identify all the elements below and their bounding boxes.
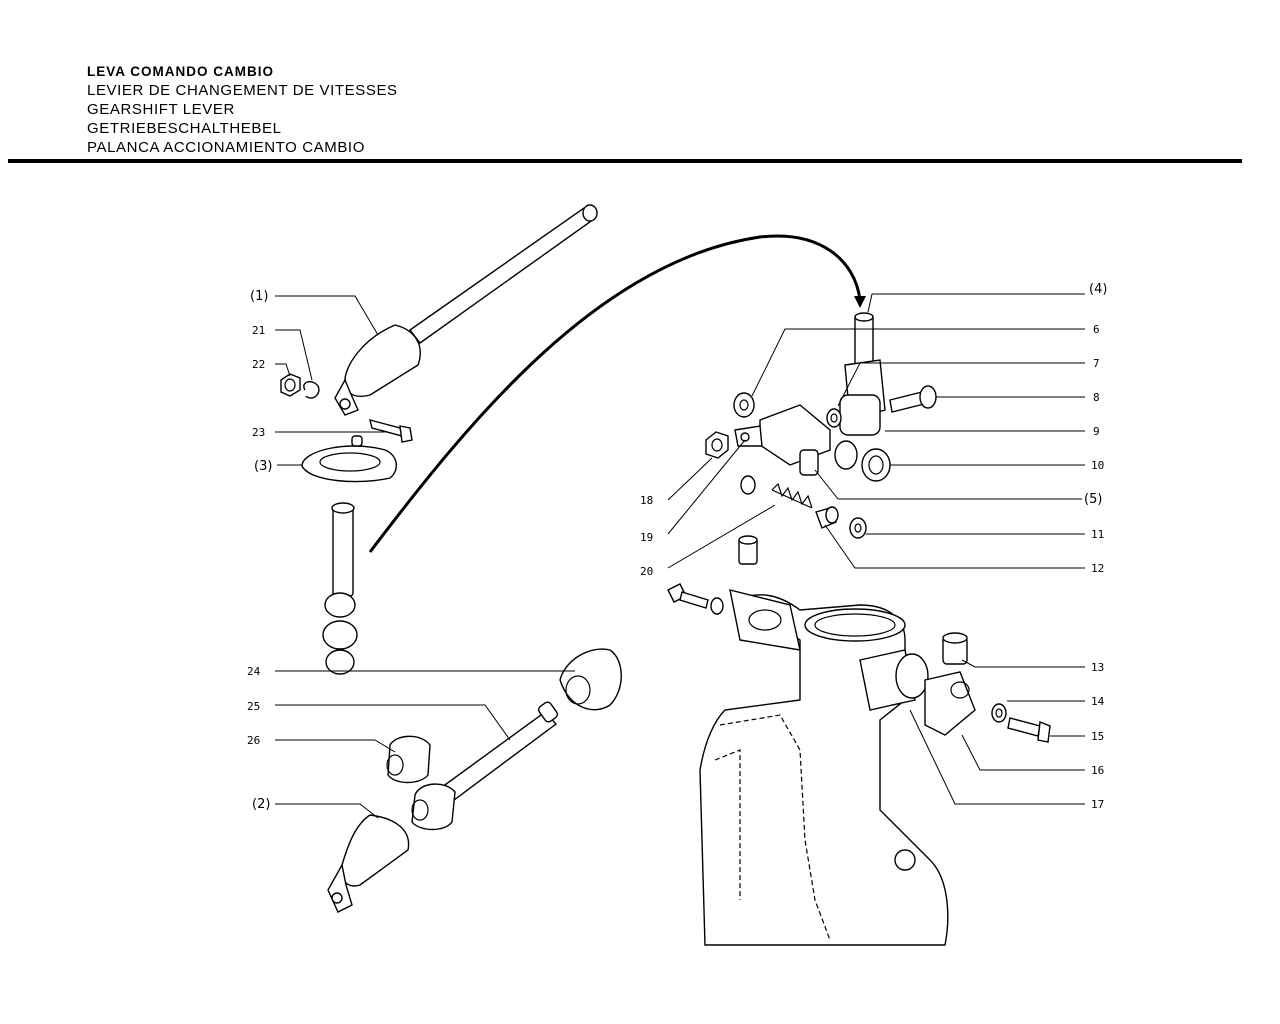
callout-20: 20	[640, 565, 653, 578]
plug-12	[815, 506, 839, 529]
gearbox-housing	[699, 589, 949, 946]
washer-11	[849, 517, 867, 539]
ring-10	[834, 440, 891, 482]
title-spanish: PALANCA ACCIONAMIENTO CAMBIO	[87, 139, 365, 156]
bushing-13	[942, 632, 968, 665]
callout-18: 18	[640, 494, 653, 507]
title-german: GETRIEBESCHALTHEBEL	[87, 120, 282, 137]
selector-pin-4	[854, 312, 874, 376]
callout-12: 12	[1091, 562, 1104, 575]
pin-19	[740, 475, 756, 495]
callout-13: 13	[1091, 661, 1104, 674]
bolt-23	[369, 419, 413, 443]
bolt-15	[1007, 717, 1051, 743]
washer-14	[991, 703, 1007, 723]
bushing-26	[386, 735, 431, 784]
callout-14: 14	[1091, 695, 1105, 708]
callout-24: 24	[247, 665, 261, 678]
washer-21	[303, 380, 320, 399]
callout-8: 8	[1093, 391, 1100, 404]
connecting-arrow	[368, 234, 862, 553]
header-rule	[8, 159, 1242, 163]
callout-p2: (2)	[252, 797, 270, 812]
nut-22	[280, 373, 301, 397]
callout-7: 7	[1093, 357, 1100, 370]
gate-plate-3	[301, 435, 397, 483]
callout-21: 21	[252, 324, 265, 337]
lever-bracket-7	[839, 359, 886, 436]
callout-19: 19	[640, 531, 653, 544]
lever-rod-25	[436, 701, 559, 804]
callout-p5: (5)	[1084, 492, 1102, 507]
upper-lever-rod	[334, 204, 598, 416]
callout-16: 16	[1091, 764, 1104, 777]
selector-shaft	[322, 502, 358, 675]
leader-lines	[275, 293, 1085, 819]
lever-16	[924, 671, 976, 736]
callout-25: 25	[247, 700, 260, 713]
callout-17: 17	[1091, 798, 1104, 811]
boss-17	[859, 649, 929, 711]
callout-15: 15	[1091, 730, 1104, 743]
housing-bolt	[667, 583, 724, 615]
title-block: LEVA COMANDO CAMBIO LEVIER DE CHANGEMENT…	[87, 62, 398, 157]
callout-22: 22	[252, 358, 265, 371]
callout-11: 11	[1091, 528, 1104, 541]
callout-p3: (3)	[254, 459, 272, 474]
title-french: LEVIER DE CHANGEMENT DE VITESSES	[87, 82, 398, 99]
title-italian: LEVA COMANDO CAMBIO	[87, 64, 274, 79]
arrow-head	[854, 296, 866, 308]
spring-20	[771, 482, 813, 509]
bushing-small	[738, 535, 758, 565]
callout-p1: (1)	[250, 289, 268, 304]
callout-26: 26	[247, 734, 260, 747]
washer-9	[826, 408, 842, 428]
lever-knob-24	[559, 648, 622, 711]
callout-labels: (1) 21 22 23 (3) 24 25 26 (2) (4) 6 7 8 …	[247, 282, 1107, 812]
callout-10: 10	[1091, 459, 1104, 472]
bolt-8	[889, 385, 937, 413]
callout-23: 23	[252, 426, 265, 439]
callout-9: 9	[1093, 425, 1100, 438]
nut-18	[705, 431, 729, 459]
selector-lever-5	[733, 392, 831, 476]
lower-lever-2	[327, 814, 410, 913]
bushing-lower	[411, 783, 456, 831]
callout-p4: (4)	[1089, 282, 1107, 297]
callout-6: 6	[1093, 323, 1100, 336]
title-english: GEARSHIFT LEVER	[87, 101, 235, 118]
